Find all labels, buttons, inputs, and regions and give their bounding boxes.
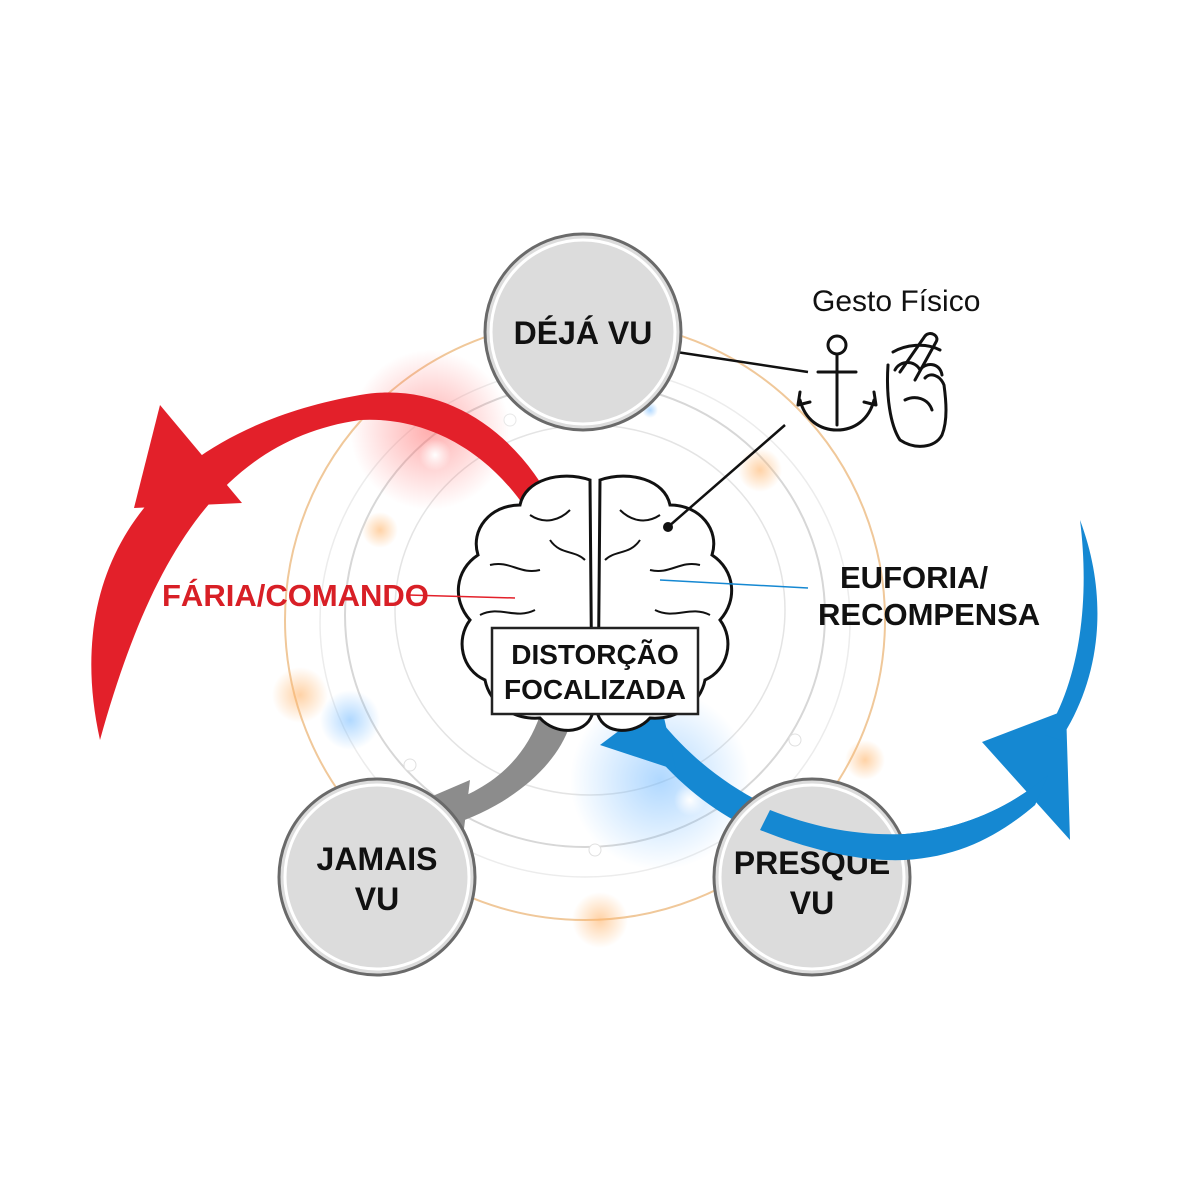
node-jamais-vu-line-2: VU bbox=[355, 881, 399, 917]
orange-glow-1 bbox=[272, 667, 328, 723]
hand-crossed-finger-1 bbox=[898, 332, 939, 382]
euforia-pointer-line bbox=[659, 579, 809, 589]
fold-left-3 bbox=[479, 609, 536, 616]
euforia-label-line-1: EUFORIA/ bbox=[840, 560, 989, 595]
sparkle-7 bbox=[588, 843, 602, 857]
faria-pointer-line bbox=[407, 594, 516, 599]
node-jamais-vu-circle bbox=[277, 777, 477, 977]
anchor-icon bbox=[796, 334, 878, 432]
brain-line-dot bbox=[663, 522, 673, 532]
euforia-label-line-2: RECOMPENSA bbox=[818, 597, 1040, 632]
anchor-ring bbox=[826, 334, 848, 356]
center-label-line-2: FOCALIZADA bbox=[504, 674, 686, 705]
node-deja-vu: DÉJÁ VU bbox=[483, 232, 683, 432]
node-jamais-vu: JAMAIS VU bbox=[277, 777, 477, 977]
orange-glow-3 bbox=[738, 448, 782, 492]
node-deja-vu-label: DÉJÁ VU bbox=[514, 315, 653, 351]
node-presque-vu-ring bbox=[718, 783, 906, 971]
fold-right-1 bbox=[619, 509, 661, 522]
gray-arrow-body bbox=[440, 715, 570, 825]
node-deja-vu-ring bbox=[489, 238, 677, 426]
faria-comando-label: FÁRIA/COMANDO bbox=[162, 578, 429, 613]
center-label-box bbox=[490, 626, 700, 716]
sparkle-5 bbox=[403, 758, 417, 772]
node-deja-vu-circle bbox=[483, 232, 683, 432]
hand-palm bbox=[886, 363, 948, 448]
hand-thumb bbox=[903, 396, 934, 412]
anchor-arms bbox=[798, 398, 876, 432]
hand-crossed-finger-2 bbox=[891, 343, 942, 354]
node-jamais-vu-line-1: JAMAIS bbox=[317, 841, 438, 877]
node-presque-vu: PRESQUE VU bbox=[712, 777, 912, 977]
sparkle-6 bbox=[788, 733, 802, 747]
anchor-fluke-right bbox=[862, 390, 878, 407]
fold-left-5 bbox=[549, 539, 586, 561]
gesture-title: Gesto Físico bbox=[812, 285, 980, 318]
crossed-fingers-hand-icon bbox=[886, 332, 948, 448]
node-presque-vu-line-2: VU bbox=[790, 885, 834, 921]
sparkle-3 bbox=[503, 413, 517, 427]
anchor-fluke-left bbox=[796, 390, 812, 407]
orange-glow-4 bbox=[362, 512, 398, 548]
orange-glow-5 bbox=[845, 740, 885, 780]
blue-arrow-front-segment bbox=[760, 775, 1048, 861]
fold-right-2 bbox=[649, 562, 701, 573]
blue-arrow-tail bbox=[1045, 520, 1098, 740]
node-jamais-vu-ring bbox=[283, 783, 471, 971]
fold-right-5 bbox=[604, 539, 641, 561]
blue-glow-small bbox=[320, 690, 380, 750]
fold-right-3 bbox=[654, 609, 711, 616]
orange-glow-2 bbox=[572, 892, 628, 948]
center-label: DISTORÇÃO FOCALIZADA bbox=[490, 626, 700, 716]
red-arrow-head-left bbox=[134, 405, 242, 508]
blue-arrow-head-right bbox=[982, 710, 1070, 840]
fold-left-2 bbox=[489, 562, 541, 573]
fold-left-1 bbox=[529, 509, 571, 522]
center-label-line-1: DISTORÇÃO bbox=[511, 639, 679, 670]
anchor-to-brain-line bbox=[667, 424, 786, 528]
sparkle-1 bbox=[419, 439, 451, 471]
